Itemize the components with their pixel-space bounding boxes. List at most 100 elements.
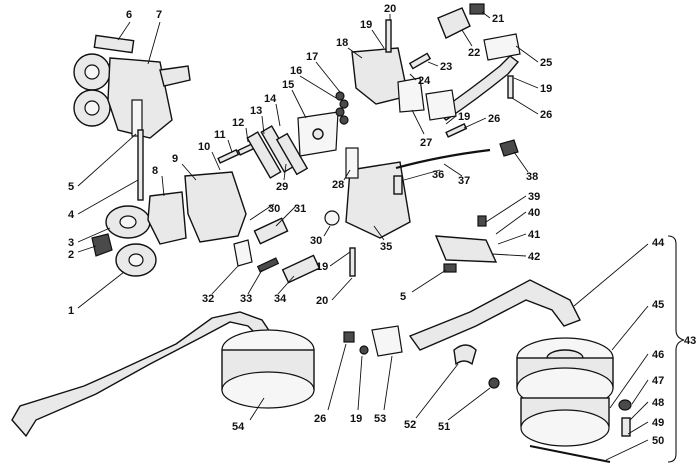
pump-outlet-spigot	[159, 65, 191, 87]
leader-31	[275, 205, 297, 227]
leader-24	[409, 73, 417, 81]
callout-19d: 19	[316, 261, 328, 273]
leader-47	[631, 379, 649, 405]
callout-31: 31	[294, 203, 306, 215]
callout-45: 45	[652, 299, 664, 311]
callout-35: 35	[380, 241, 392, 253]
gear-1-hub	[128, 253, 144, 267]
washer-19-bottom	[359, 345, 369, 355]
leader-23	[427, 61, 439, 67]
callout-46: 46	[652, 349, 664, 361]
group-brace-43	[667, 235, 685, 463]
nut-51	[488, 377, 500, 389]
leader-17	[315, 61, 341, 93]
bolt-23	[408, 52, 432, 70]
pipe-flange-53	[371, 325, 403, 357]
callout-12: 12	[232, 117, 244, 129]
washer-2	[339, 99, 349, 109]
leader-52	[415, 363, 459, 419]
callout-17: 17	[306, 51, 318, 63]
leader-46	[609, 353, 649, 409]
gear-hub-lower	[84, 100, 100, 116]
washer-4	[339, 115, 349, 125]
leader-4	[77, 179, 139, 215]
leader-35	[373, 225, 385, 241]
callout-52: 52	[404, 419, 416, 431]
oil-pipe-25	[436, 55, 520, 121]
leader-19b	[513, 77, 539, 89]
callout-13: 13	[250, 105, 262, 117]
leader-37	[443, 163, 463, 177]
nut-47	[618, 399, 632, 411]
leader-8	[161, 175, 165, 197]
leader-19d	[329, 251, 351, 267]
callout-42: 42	[528, 251, 540, 263]
ring-30	[324, 210, 340, 226]
leader-6	[117, 21, 131, 41]
leader-5b	[411, 269, 447, 293]
leader-21	[481, 11, 491, 19]
callout-20a: 20	[384, 3, 396, 15]
leader-29	[283, 163, 287, 181]
callout-1: 1	[68, 305, 74, 317]
nut-5-right	[443, 263, 457, 273]
leader-42	[491, 253, 527, 257]
callout-15: 15	[282, 79, 294, 91]
leader-34	[277, 275, 295, 295]
shaft-13	[246, 131, 282, 179]
callout-48: 48	[652, 397, 664, 409]
callout-47: 47	[652, 375, 664, 387]
leader-lines	[77, 11, 649, 461]
callout-19c: 19	[458, 111, 470, 123]
fitting-36	[393, 175, 403, 195]
callout-54: 54	[232, 421, 245, 433]
callout-32: 32	[202, 293, 214, 305]
leader-1	[77, 271, 125, 309]
callout-22: 22	[468, 47, 480, 59]
washer-1	[335, 91, 345, 101]
callout-6: 6	[126, 9, 132, 21]
callout-9: 9	[172, 153, 178, 165]
callout-19a: 19	[360, 19, 372, 31]
callout-28: 28	[332, 179, 344, 191]
leader-18	[347, 47, 363, 59]
callout-30b: 30	[310, 235, 322, 247]
callout-30a: 30	[268, 203, 280, 215]
callout-21: 21	[492, 13, 504, 25]
bracket-42	[434, 235, 498, 263]
callout-39: 39	[528, 191, 540, 203]
leader-51	[447, 387, 491, 421]
stud-20-center	[349, 247, 356, 277]
leader-10	[211, 151, 221, 171]
oil-pipe-44	[408, 279, 581, 351]
callout-36: 36	[432, 169, 444, 181]
rod-50	[529, 445, 611, 463]
callout-27: 27	[420, 137, 432, 149]
callout-40: 40	[528, 207, 540, 219]
leader-19e	[357, 355, 363, 411]
callout-14: 14	[264, 93, 277, 105]
callout-43: 43	[684, 335, 696, 347]
callout-18: 18	[336, 37, 348, 49]
callout-3: 3	[68, 237, 74, 249]
leader-26a	[511, 97, 539, 115]
fitting-38	[499, 139, 519, 157]
leader-26b	[463, 117, 487, 129]
bolt-48	[621, 417, 631, 437]
bolt-26-mid	[445, 123, 468, 138]
gear-shaft-pack	[246, 125, 309, 179]
leader-44	[573, 243, 649, 307]
callout-34: 34	[274, 293, 287, 305]
spring-33	[256, 257, 280, 273]
callout-8: 8	[152, 165, 158, 177]
callout-23: 23	[440, 61, 452, 73]
pump-shaft	[131, 99, 143, 137]
leader-30b	[323, 225, 331, 237]
bolt-head-26-bottom	[343, 331, 355, 343]
leader-14	[275, 103, 281, 127]
leader-11	[227, 139, 233, 153]
leader-9	[181, 163, 197, 181]
leader-38	[513, 151, 529, 173]
callout-26c: 26	[314, 413, 326, 425]
leader-7	[147, 21, 161, 65]
